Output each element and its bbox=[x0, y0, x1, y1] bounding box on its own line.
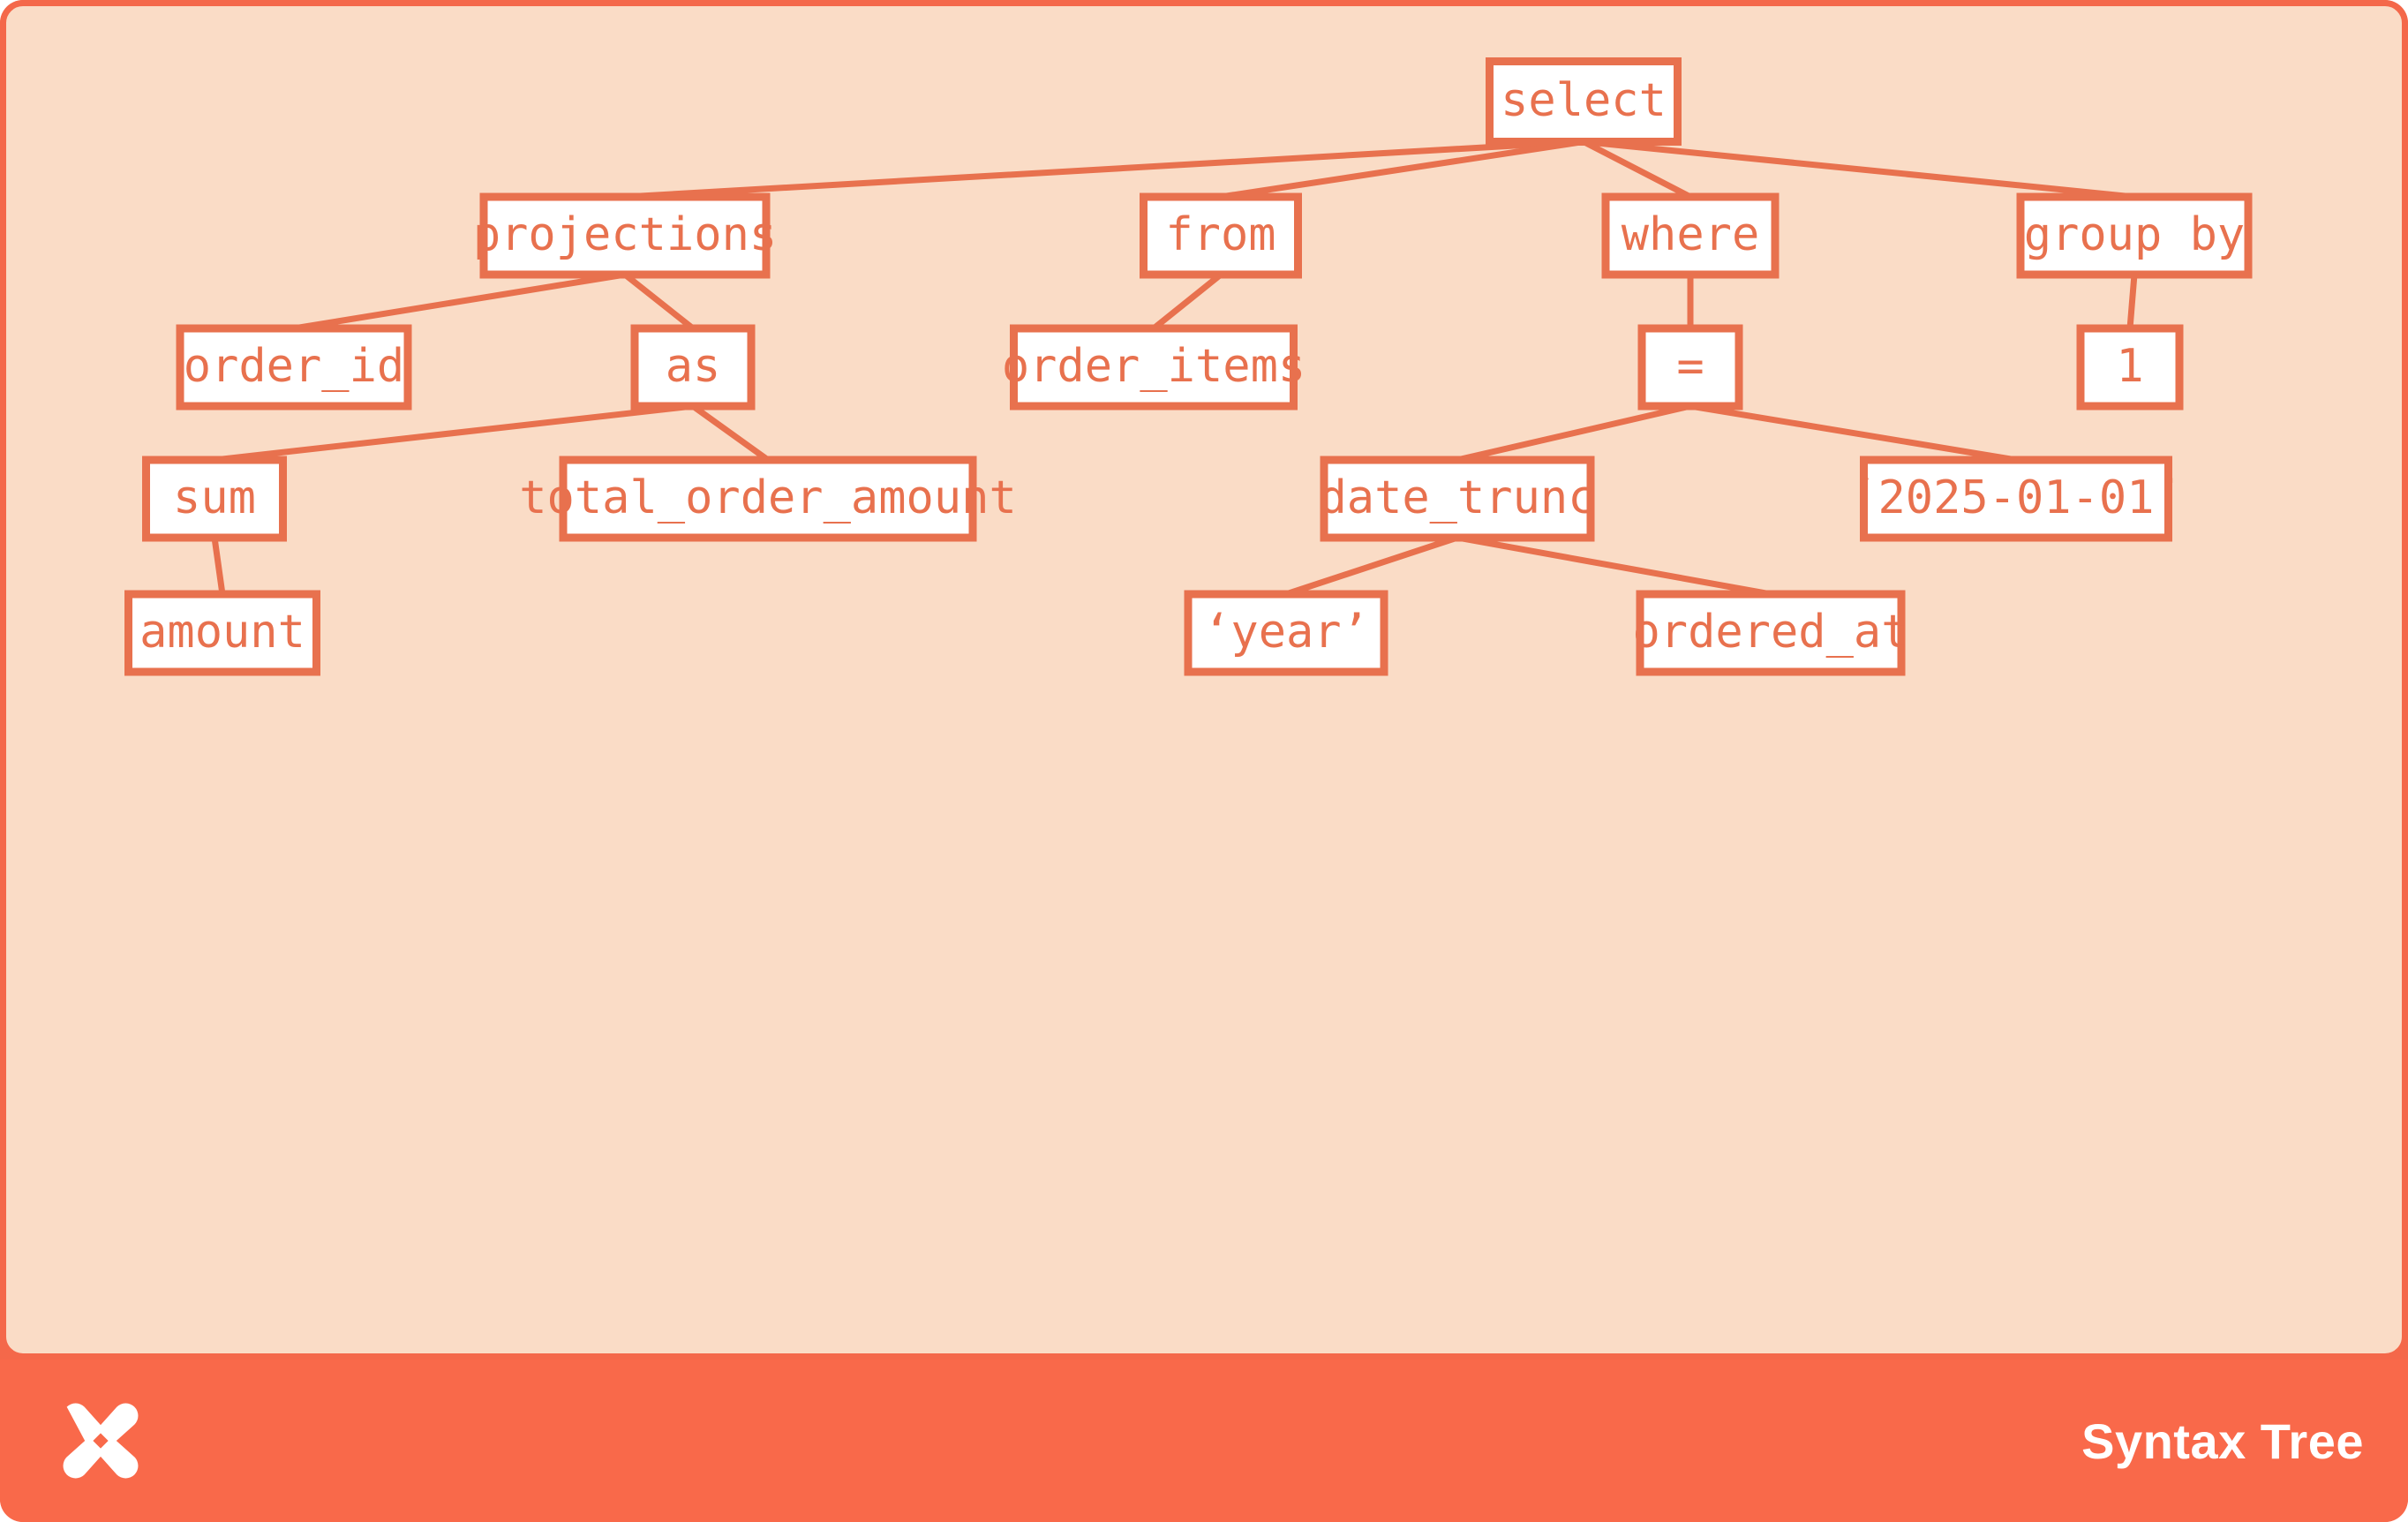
tree-edge bbox=[1582, 139, 1692, 200]
tree-edge bbox=[624, 139, 1584, 200]
tree-edge bbox=[1456, 403, 1691, 463]
tree-node-total_order_amount[interactable]: total_order_amount bbox=[519, 456, 1017, 542]
tree-node-order_id[interactable]: order_id bbox=[176, 324, 412, 411]
tree-node-sum[interactable]: sum bbox=[142, 456, 287, 542]
tree-edge bbox=[1456, 534, 1772, 598]
node-box bbox=[1140, 192, 1302, 279]
node-label: ‘year’ bbox=[1203, 606, 1369, 659]
node-box bbox=[479, 192, 771, 279]
tree-node-select[interactable]: select bbox=[1486, 57, 1682, 146]
tree-edge bbox=[211, 537, 226, 595]
tree-node-date_literal[interactable]: ‘2025-01-01’ bbox=[1850, 456, 2182, 542]
tree-node-one[interactable]: 1 bbox=[2076, 324, 2184, 411]
node-box bbox=[2076, 324, 2184, 411]
node-label: order_items bbox=[1002, 340, 1306, 393]
node-box bbox=[1636, 590, 1906, 676]
tree-edge bbox=[1220, 139, 1584, 200]
tree-edge bbox=[690, 403, 771, 463]
tree-nodes: select projections from where group by order_… bbox=[124, 57, 2253, 676]
tree-node-year_literal[interactable]: ‘year’ bbox=[1184, 590, 1388, 676]
tree-node-order_items[interactable]: order_items bbox=[1002, 324, 1306, 411]
node-label: as bbox=[666, 340, 721, 393]
tree-edge bbox=[293, 271, 626, 332]
node-box bbox=[1601, 192, 1780, 279]
node-box bbox=[559, 456, 977, 542]
node-label: group by bbox=[2024, 208, 2245, 261]
card-footer: Syntax Tree bbox=[0, 1360, 2408, 1522]
node-box bbox=[176, 324, 412, 411]
tree-node-date_trunc[interactable]: date_trunc bbox=[1319, 456, 1596, 542]
node-label: sum bbox=[173, 471, 256, 524]
node-label: from bbox=[1165, 208, 1275, 261]
tree-edge bbox=[1284, 534, 1459, 598]
tree-node-as[interactable]: as bbox=[630, 324, 756, 411]
tree-node-equals[interactable]: = bbox=[1637, 324, 1743, 411]
tree-edges bbox=[211, 139, 2138, 598]
node-label: amount bbox=[139, 606, 305, 659]
tree-edge bbox=[2126, 274, 2138, 329]
tree-edge bbox=[1689, 403, 2017, 463]
node-box bbox=[124, 590, 320, 676]
tree-edge bbox=[1583, 139, 2135, 200]
node-box bbox=[1320, 456, 1595, 542]
node-label: 1 bbox=[2116, 340, 2143, 393]
node-box bbox=[630, 324, 756, 411]
tree-node-group_by[interactable]: group by bbox=[2016, 192, 2253, 279]
node-label: = bbox=[1676, 340, 1704, 393]
node-box bbox=[1486, 57, 1682, 146]
x-butterfly-logo-icon bbox=[63, 1403, 139, 1479]
node-label: select bbox=[1501, 74, 1667, 127]
tree-node-from[interactable]: from bbox=[1140, 192, 1302, 279]
tree-edge bbox=[622, 272, 696, 331]
node-box bbox=[1637, 324, 1743, 411]
tree-node-ordered_at[interactable]: ordered_at bbox=[1632, 590, 1909, 676]
node-box bbox=[2016, 192, 2253, 279]
tree-node-amount[interactable]: amount bbox=[124, 590, 320, 676]
node-label: order_id bbox=[184, 340, 404, 393]
node-label: ordered_at bbox=[1632, 606, 1908, 659]
node-box bbox=[1860, 456, 2172, 542]
node-label: where bbox=[1622, 208, 1760, 261]
syntax-tree-graphic: select projections from where group by order_… bbox=[124, 57, 2253, 676]
tree-node-projections[interactable]: projections bbox=[473, 192, 777, 279]
diagram-canvas: select projections from where group by order_… bbox=[0, 0, 2408, 1360]
node-box bbox=[1184, 590, 1388, 676]
footer-title: Syntax Tree bbox=[2081, 1413, 2364, 1469]
node-label: total_order_amount bbox=[519, 471, 1017, 524]
node-label: projections bbox=[473, 208, 777, 261]
node-label: date_trunc bbox=[1319, 471, 1595, 524]
node-box bbox=[142, 456, 287, 542]
tree-edge bbox=[214, 403, 694, 463]
tree-node-where[interactable]: where bbox=[1601, 192, 1780, 279]
tree-edge bbox=[1151, 272, 1223, 331]
node-box bbox=[1010, 324, 1298, 411]
node-label: ‘2025-01-01’ bbox=[1850, 471, 2182, 524]
